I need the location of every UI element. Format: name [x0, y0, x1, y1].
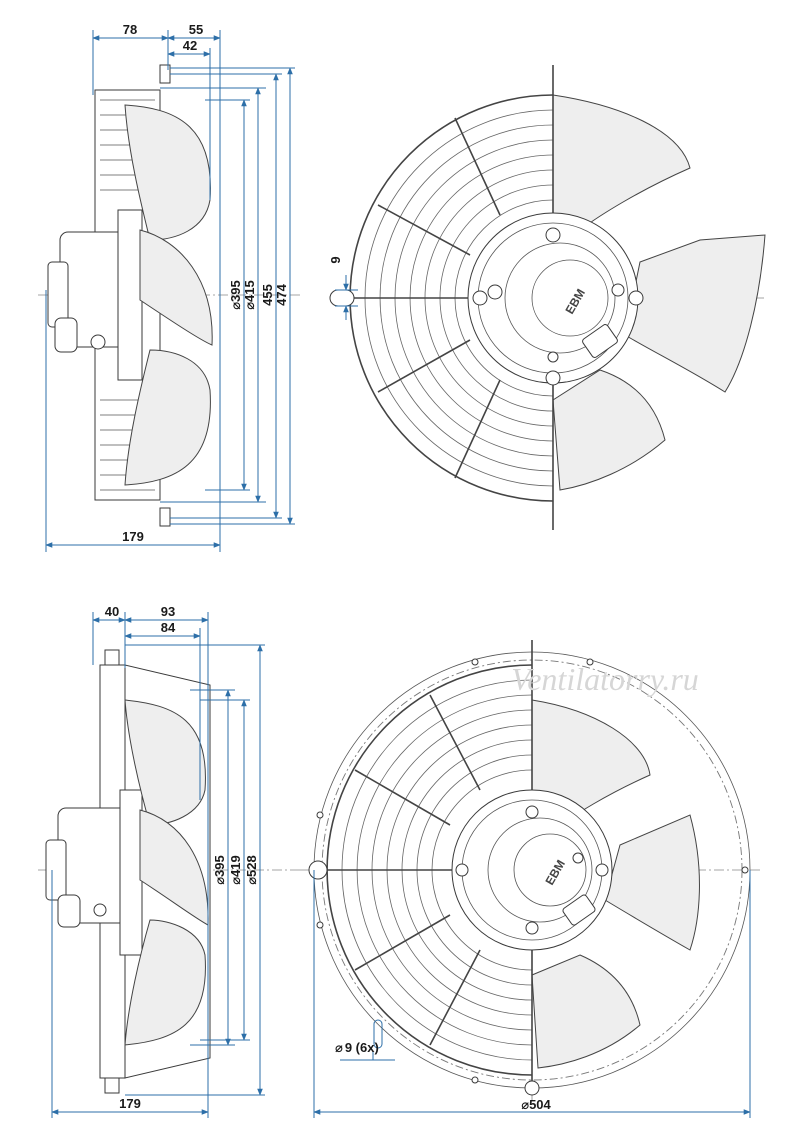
rotor-hub-side-b [119, 789, 143, 956]
cable-gland-side-b [57, 894, 81, 928]
dim-55: 55 [189, 22, 203, 37]
cable-gland-side [54, 317, 78, 353]
blade-front-b-2 [604, 814, 700, 951]
diameter-symbol: ⌀ [228, 877, 243, 885]
top-front-view: EBM 9 [328, 65, 766, 530]
hub-bolts-top [472, 227, 644, 386]
dim-9-lines [335, 275, 358, 320]
bottom-mount-bracket [159, 507, 171, 527]
blade-side-bottom [124, 349, 211, 486]
blade-side-b-bottom [124, 919, 206, 1046]
svg-text:⌀528: ⌀528 [244, 855, 259, 885]
diameter-symbol: ⌀ [335, 1040, 343, 1055]
cable-gland-front-b [562, 894, 596, 926]
bottom-side-dimension-lines [51, 612, 265, 1118]
blade-side-top [124, 104, 211, 241]
svg-text:⌀504: ⌀504 [521, 1097, 551, 1112]
blade-front-b-3 [531, 954, 641, 1069]
rotor-hub-side [117, 209, 143, 381]
dim-78: 78 [123, 22, 137, 37]
dim-d455: 455 [260, 284, 275, 306]
dim-40: 40 [105, 604, 119, 619]
dim-hole-lines [340, 1019, 395, 1061]
terminal-box-side-b [45, 839, 67, 901]
diameter-symbol: ⌀ [521, 1097, 529, 1112]
mount-foot-b [308, 860, 328, 880]
dim-d395: 395 [228, 280, 243, 302]
hub-bolts-bottom [455, 805, 609, 935]
dim-93: 93 [161, 604, 175, 619]
blade-front-1 [552, 94, 691, 231]
dim-d474: 474 [274, 283, 289, 305]
dim-84: 84 [161, 620, 176, 635]
blade-side-middle [139, 229, 213, 346]
dim-d419: 419 [228, 855, 243, 877]
svg-text:⌀415: ⌀415 [242, 280, 257, 310]
dim-9-6x: 9 (6x) [345, 1040, 379, 1055]
dim-179: 179 [122, 529, 144, 544]
dim-42: 42 [183, 38, 197, 53]
dim-d528: 528 [244, 855, 259, 877]
grounding-screw [90, 334, 106, 350]
top-side-dimension-lines [45, 30, 295, 552]
dim-504-lines [313, 870, 751, 1118]
blade-front-3 [552, 369, 666, 491]
blade-front-2 [624, 234, 766, 393]
watermark: Ventilatorry.ru [511, 661, 699, 697]
dim-d415: 415 [242, 280, 257, 302]
svg-text:⌀9 (6x): ⌀9 (6x) [335, 1040, 379, 1055]
top-side-view: 78 55 42 ⌀395 ⌀415 455 474 179 [38, 22, 300, 552]
bottom-side-view: 40 93 84 ⌀395 ⌀419 ⌀528 179 [38, 604, 300, 1118]
cable-gland-front [582, 324, 618, 358]
svg-text:⌀395: ⌀395 [228, 280, 243, 310]
dim-179-b: 179 [119, 1096, 141, 1111]
terminal-box-side [47, 261, 69, 328]
bottom-front-view: EBM ⌀9 (6x) ⌀504 Ventilatorry.ru [300, 640, 760, 1118]
diameter-symbol: ⌀ [244, 877, 259, 885]
dim-d395-b: 395 [212, 855, 227, 877]
diameter-symbol: ⌀ [242, 302, 257, 310]
mount-foot-left [329, 289, 355, 307]
dim-d504: 504 [529, 1097, 551, 1112]
dim-9: 9 [328, 256, 343, 263]
blade-side-b-top [124, 699, 206, 826]
mount-holes [316, 658, 749, 1084]
diameter-symbol: ⌀ [212, 877, 227, 885]
svg-text:⌀419: ⌀419 [228, 855, 243, 885]
svg-text:⌀395: ⌀395 [212, 855, 227, 885]
diameter-symbol: ⌀ [228, 302, 243, 310]
